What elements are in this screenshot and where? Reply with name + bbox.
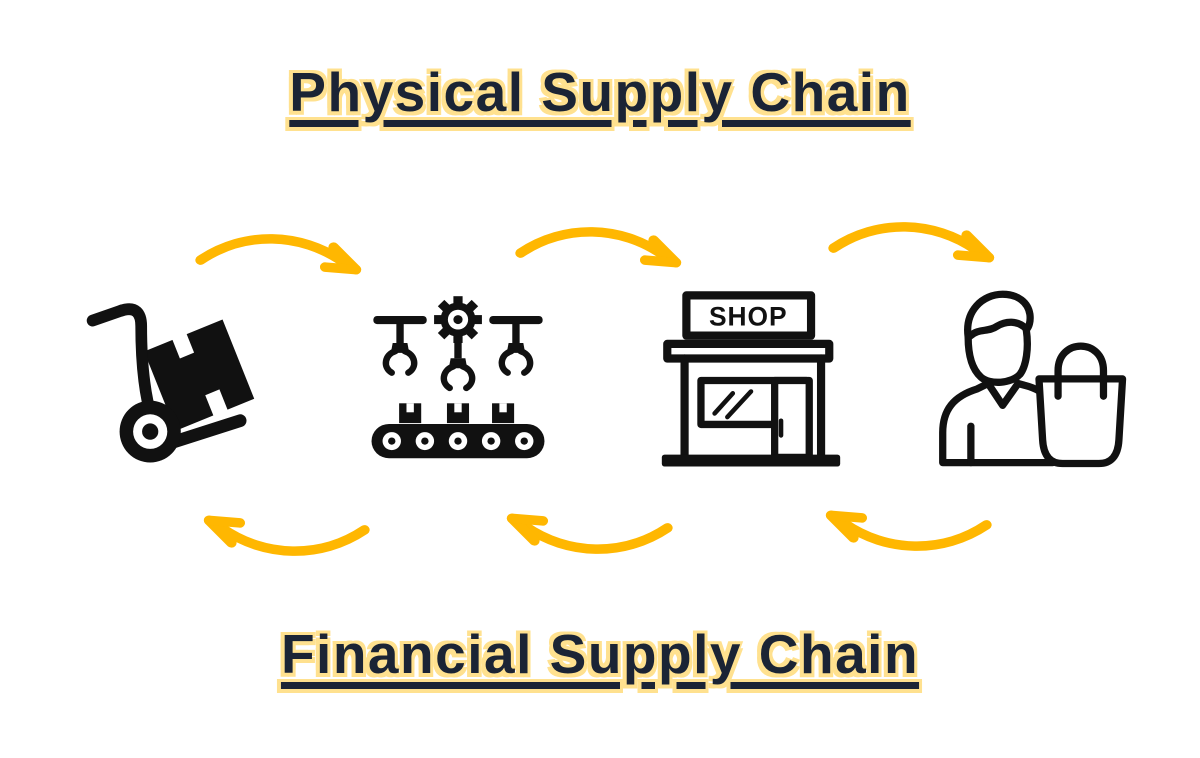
customer-icon (939, 290, 1127, 468)
shop-sign-text: SHOP (709, 302, 787, 332)
flow-arrow-left-2 (506, 513, 673, 554)
robot-claw-icon (382, 343, 418, 376)
physical-supply-chain-title: Physical Supply Chain (289, 61, 911, 123)
robot-claw-icon (498, 343, 534, 376)
shop-icon: SHOP (661, 291, 841, 467)
hand-truck-icon (86, 303, 255, 463)
flow-arrow-right-1 (195, 234, 362, 275)
factory-icon (371, 296, 545, 459)
shop-door (771, 376, 813, 462)
shop-sign (682, 291, 816, 340)
package-icon (399, 403, 515, 424)
shop-base (661, 454, 841, 467)
flow-arrow-right-2 (515, 227, 682, 268)
robot-claw-icon (440, 358, 476, 392)
flow-arrow-right-3 (828, 222, 995, 263)
gear-icon (434, 296, 482, 343)
flow-arrow-left-3 (825, 510, 992, 551)
financial-supply-chain-title: Financial Supply Chain (280, 623, 920, 685)
shop-awning (663, 339, 834, 363)
shopping-bag-icon (1035, 375, 1127, 468)
flow-arrow-left-1 (203, 515, 370, 556)
